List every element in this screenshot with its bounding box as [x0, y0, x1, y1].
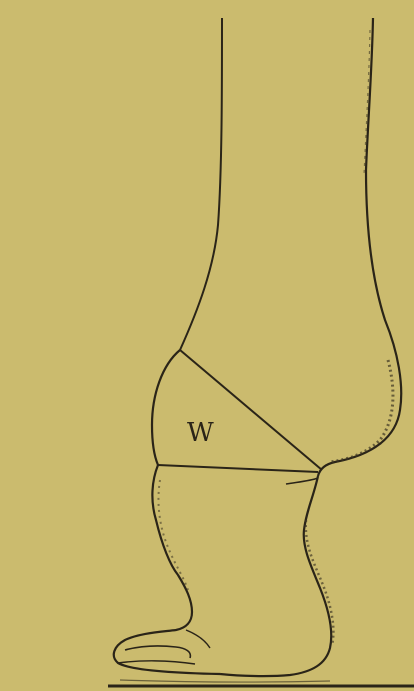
region-label-w: W — [187, 418, 215, 448]
